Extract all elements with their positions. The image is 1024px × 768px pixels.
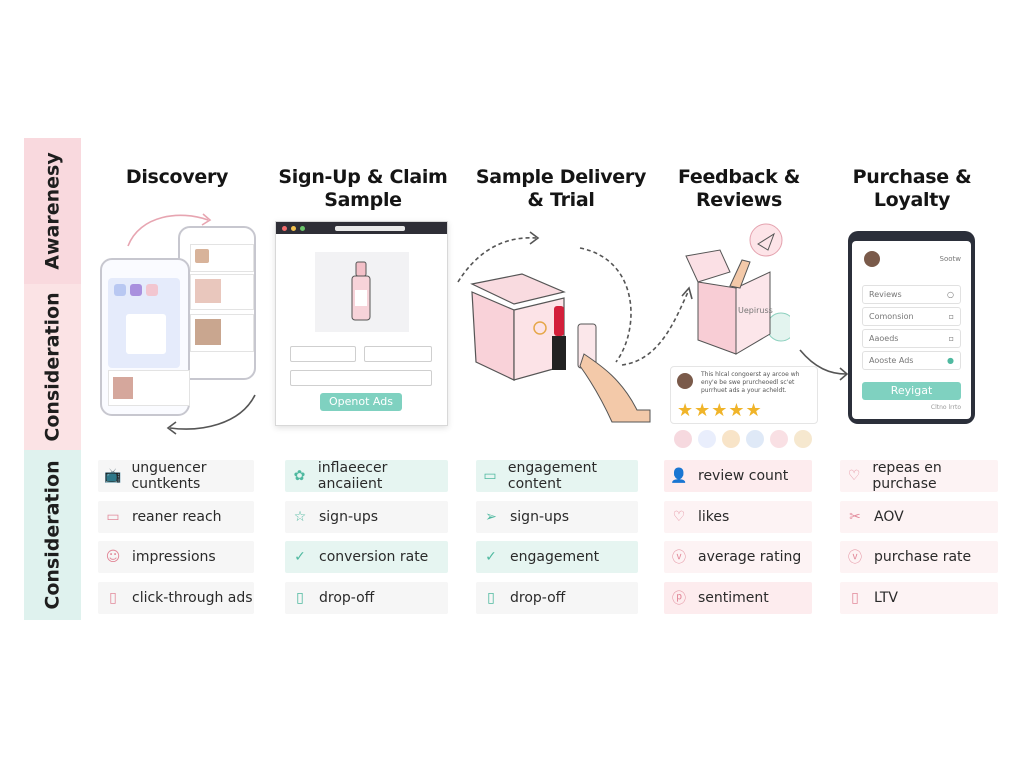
repeat-purchase-button[interactable]: Reyigat [862,382,961,400]
app-grid [108,278,180,368]
smiley-icon: ☺ [105,549,121,565]
avatar [864,251,880,267]
sample-claim-button[interactable]: Openot Ads [320,393,402,411]
badge-icon: ✿ [293,468,306,484]
avatar [677,373,693,389]
check-icon: ✓ [294,549,306,565]
metric-card: ♡likes [664,501,812,533]
p-circle-icon: ⓟ [672,591,686,607]
box-label: Uepiruss [738,306,773,315]
app-row[interactable]: Reviews○ [862,285,961,304]
reviewer-avatars [674,430,812,448]
metric-card: ✓conversion rate [285,541,448,573]
scissors-icon: ✂ [849,509,861,525]
app-row[interactable]: Aooste Ads● [862,351,961,370]
feed-card [108,370,190,406]
metric-card: ▯click-through ads [98,582,254,614]
metric-card: ▯LTV [840,582,998,614]
feed-card [190,244,254,272]
metric-card: ✂AOV [840,501,998,533]
avatar [794,430,812,448]
app-row[interactable]: Comonsion▫ [862,307,961,326]
swirl-icon: ⓥ [672,550,686,566]
user-icon: 👤 [670,468,688,484]
phase-awareness: Awarenesy [24,138,81,284]
heart-icon: ♡ [847,468,861,484]
metric-card: ➢sign-ups [476,501,638,533]
phase-consideration: Consideration [24,284,81,450]
avatar [698,430,716,448]
metric-card: ▭engagement content [476,460,638,492]
metric-card: ♡repeas en purchase [840,460,998,492]
send-icon: ➢ [485,509,497,525]
avatar [746,430,764,448]
phone-icon: ▯ [296,590,304,606]
stage-title-delivery: Sample Delivery& Trial [475,166,647,211]
stage-title-purchase: Purchase &Loyalty [852,166,972,211]
metric-card: 📺unguencer cuntkents [98,460,254,492]
rating-stars-icon: ★★★★★ [677,400,763,421]
heart-icon: ♡ [672,509,686,525]
app-footer: Cltno lrrto [930,404,961,411]
feedback-box-illustration [685,223,790,355]
product-image [315,252,409,332]
phone-mockup-front [100,258,190,416]
phase-consideration-metrics: Consideration [24,450,81,620]
review-text: This hlcal congoerst ay arcoe wh eny'e b… [701,371,800,394]
metric-card: ☺impressions [98,541,254,573]
serum-bottle-icon [351,261,371,321]
feed-card [190,314,254,352]
sample-box-illustration [470,273,651,423]
phone-mockup-back [178,226,256,380]
tv-icon: 📺 [104,468,122,484]
metric-card: ☆sign-ups [285,501,448,533]
review-card: This hlcal congoerst ay arcoe wh eny'e b… [670,366,818,424]
app-header: Sootw [939,255,961,263]
feed-card [190,274,254,310]
bottle-icon: ▯ [851,590,859,606]
bottle-icon: ▯ [109,590,117,606]
check-icon: ✓ [485,549,497,565]
signup-browser-mockup: Openot Ads [275,221,448,426]
avatar [770,430,788,448]
metric-card: 👤review count [664,460,812,492]
swirl-icon: ⓥ [848,550,862,566]
metric-card: ▯drop-off [285,582,448,614]
avatar [722,430,740,448]
stage-title-discovery: Discovery [125,166,229,188]
star-icon: ☆ [293,509,307,525]
metric-card: ✿inflaeecer ancaiient [285,460,448,492]
metric-card: ▭reaner reach [98,501,254,533]
stage-title-feedback: Feedback &Reviews [677,166,801,211]
avatar [674,430,692,448]
app-row[interactable]: Aaoeds▫ [862,329,961,348]
purchase-phone-mockup: Sootw Reviews○ Comonsion▫ Aaoeds▫ Aooste… [848,231,975,424]
tablet-icon: ▭ [483,468,497,484]
metric-card: ▯drop-off [476,582,638,614]
laptop-icon: ▭ [106,509,120,525]
metric-card: ✓engagement [476,541,638,573]
bottle-icon: ▯ [487,590,495,606]
